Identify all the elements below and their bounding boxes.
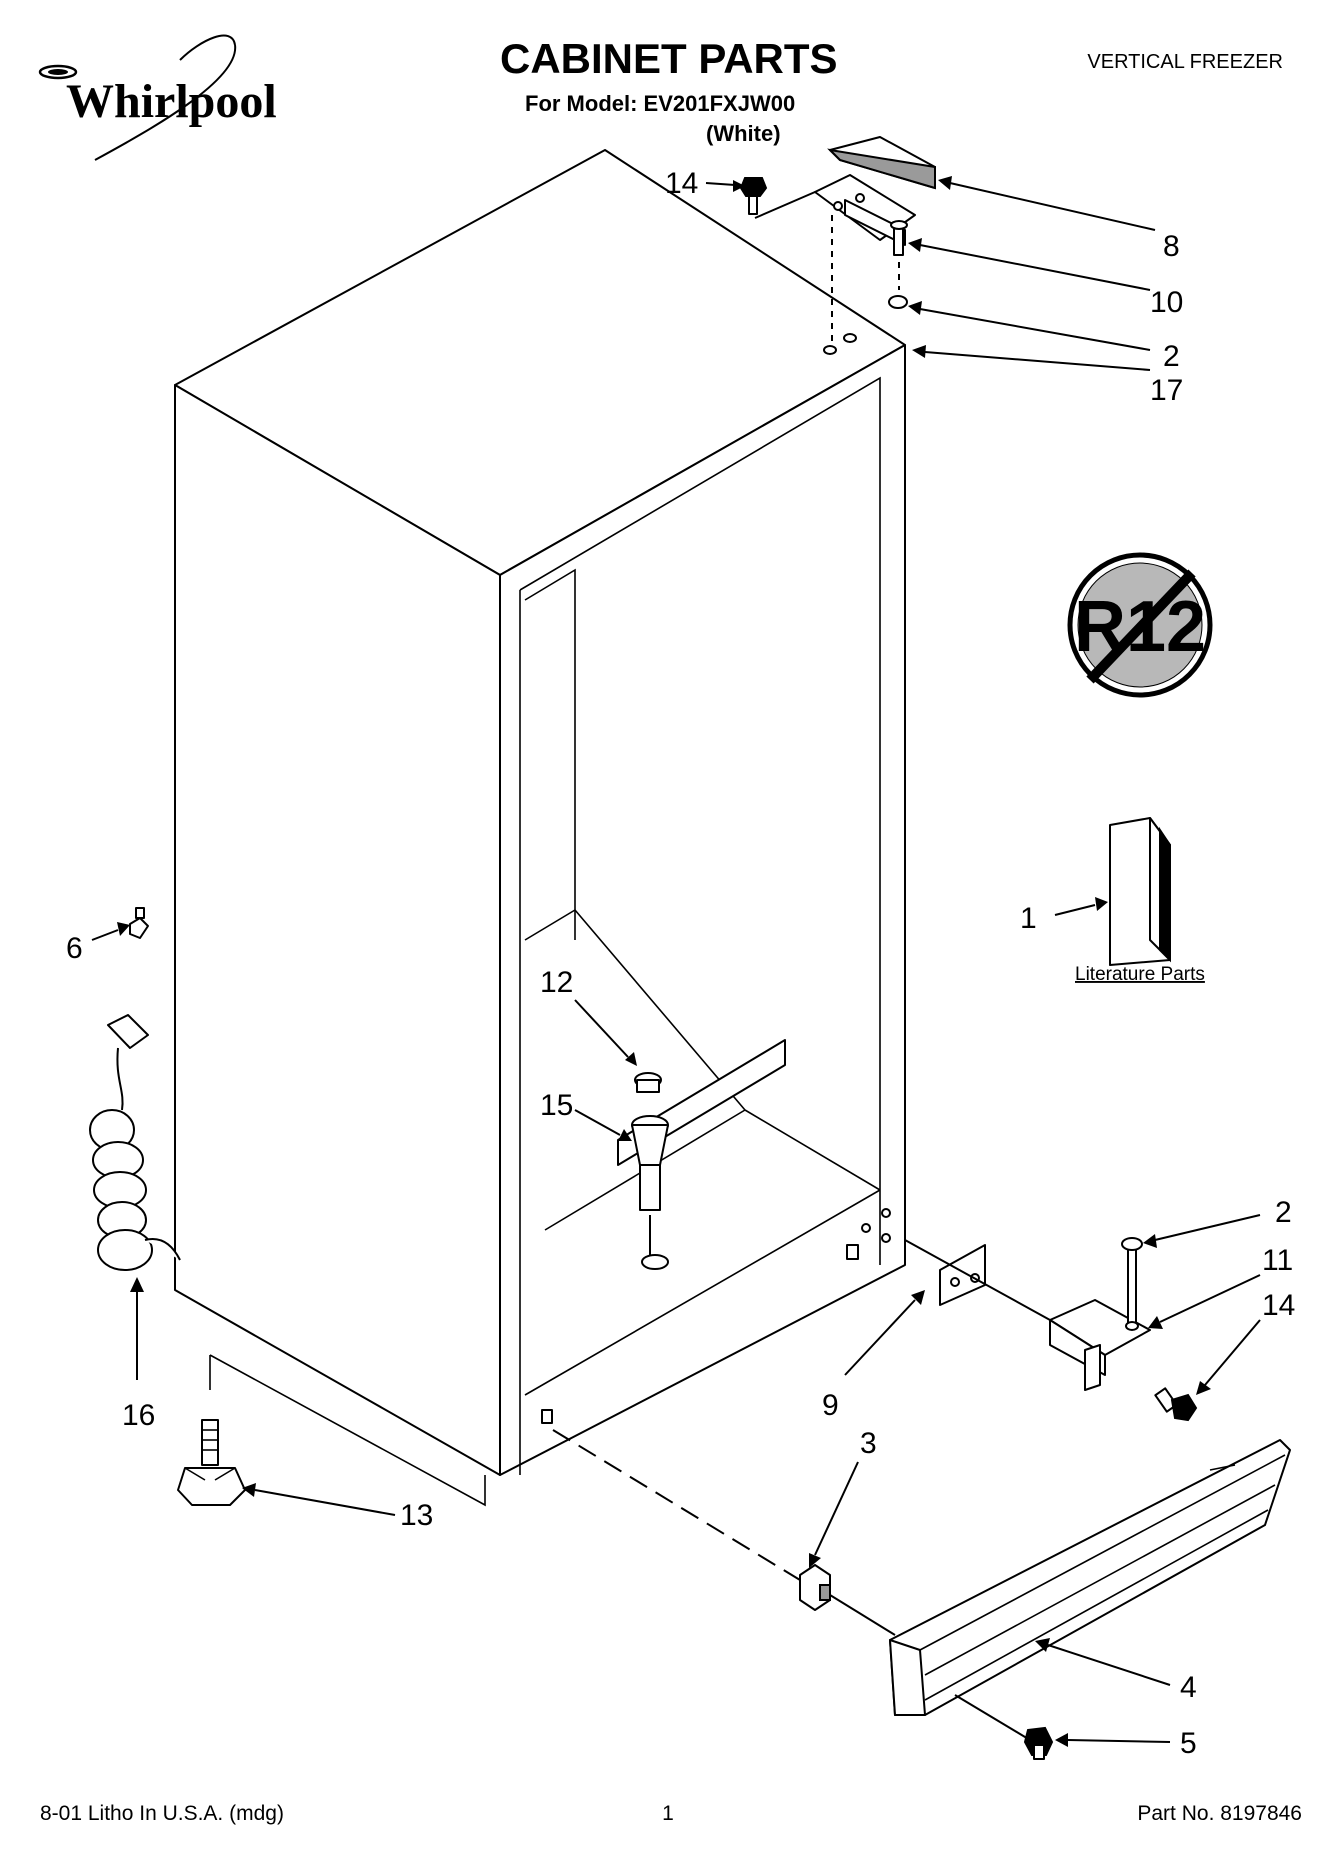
callout-2-bottom: 2 <box>1275 1196 1292 1229</box>
callout-15: 15 <box>540 1089 573 1122</box>
cabinet-body <box>174 149 906 1476</box>
callout-9: 9 <box>822 1389 839 1422</box>
callout-13: 13 <box>400 1499 433 1532</box>
bottom-washer-part <box>1121 1237 1143 1251</box>
callout-numbers: 14 8 10 2 17 1 6 12 15 2 11 14 9 16 3 13… <box>66 167 1295 1760</box>
callout-3: 3 <box>860 1427 877 1460</box>
callout-10: 10 <box>1150 286 1183 319</box>
callout-12: 12 <box>540 966 573 999</box>
brand-logo: Whirlpool <box>38 34 277 161</box>
drain-plug-part <box>634 1072 662 1093</box>
base-grille-part <box>889 1439 1291 1716</box>
product-category: VERTICAL FREEZER <box>1087 51 1283 73</box>
callout-4: 4 <box>1180 1671 1197 1704</box>
base-outline <box>209 1354 486 1507</box>
brand-name: Whirlpool <box>66 75 277 128</box>
callout-14-bottom: 14 <box>1262 1289 1295 1322</box>
grille-screw-part <box>954 1694 1054 1760</box>
callout-2-top: 2 <box>1163 340 1180 373</box>
print-info: 8-01 Litho In U.S.A. (mdg) <box>40 1802 284 1825</box>
bottom-hinge-part <box>1049 1239 1151 1391</box>
cord-clip-part <box>129 907 149 939</box>
no-r12-badge: R12 <box>1067 552 1213 698</box>
part-number: Part No. 8197846 <box>1137 1802 1302 1825</box>
color-line: (White) <box>706 121 781 146</box>
callout-11: 11 <box>1262 1244 1293 1277</box>
leveling-leg-part <box>177 1419 246 1506</box>
leader-lines <box>91 176 1261 1747</box>
callout-17: 17 <box>1150 374 1183 407</box>
callout-8: 8 <box>1163 230 1180 263</box>
top-screw-part <box>739 177 816 219</box>
callout-14-top: 14 <box>665 167 698 200</box>
grille-clip-part <box>799 1564 831 1611</box>
top-hinge-part <box>814 174 916 256</box>
power-cord-part <box>89 1014 181 1271</box>
model-line: For Model: EV201FXJW00 <box>525 91 795 116</box>
page-title: CABINET PARTS <box>500 35 838 82</box>
bottom-screw-part <box>1154 1387 1198 1422</box>
literature-parts-book: Literature Parts <box>1075 817 1205 985</box>
callout-5: 5 <box>1180 1727 1197 1760</box>
mounting-bracket-part <box>939 1244 986 1306</box>
callout-6: 6 <box>66 932 83 965</box>
hinge-cover-part <box>827 136 936 190</box>
callout-1: 1 <box>1020 902 1037 935</box>
page-number: 1 <box>662 1802 674 1825</box>
callout-16: 16 <box>122 1399 155 1432</box>
literature-parts-label: Literature Parts <box>1075 964 1205 985</box>
top-washer-part <box>888 295 908 309</box>
drain-tube-part <box>631 1115 669 1270</box>
